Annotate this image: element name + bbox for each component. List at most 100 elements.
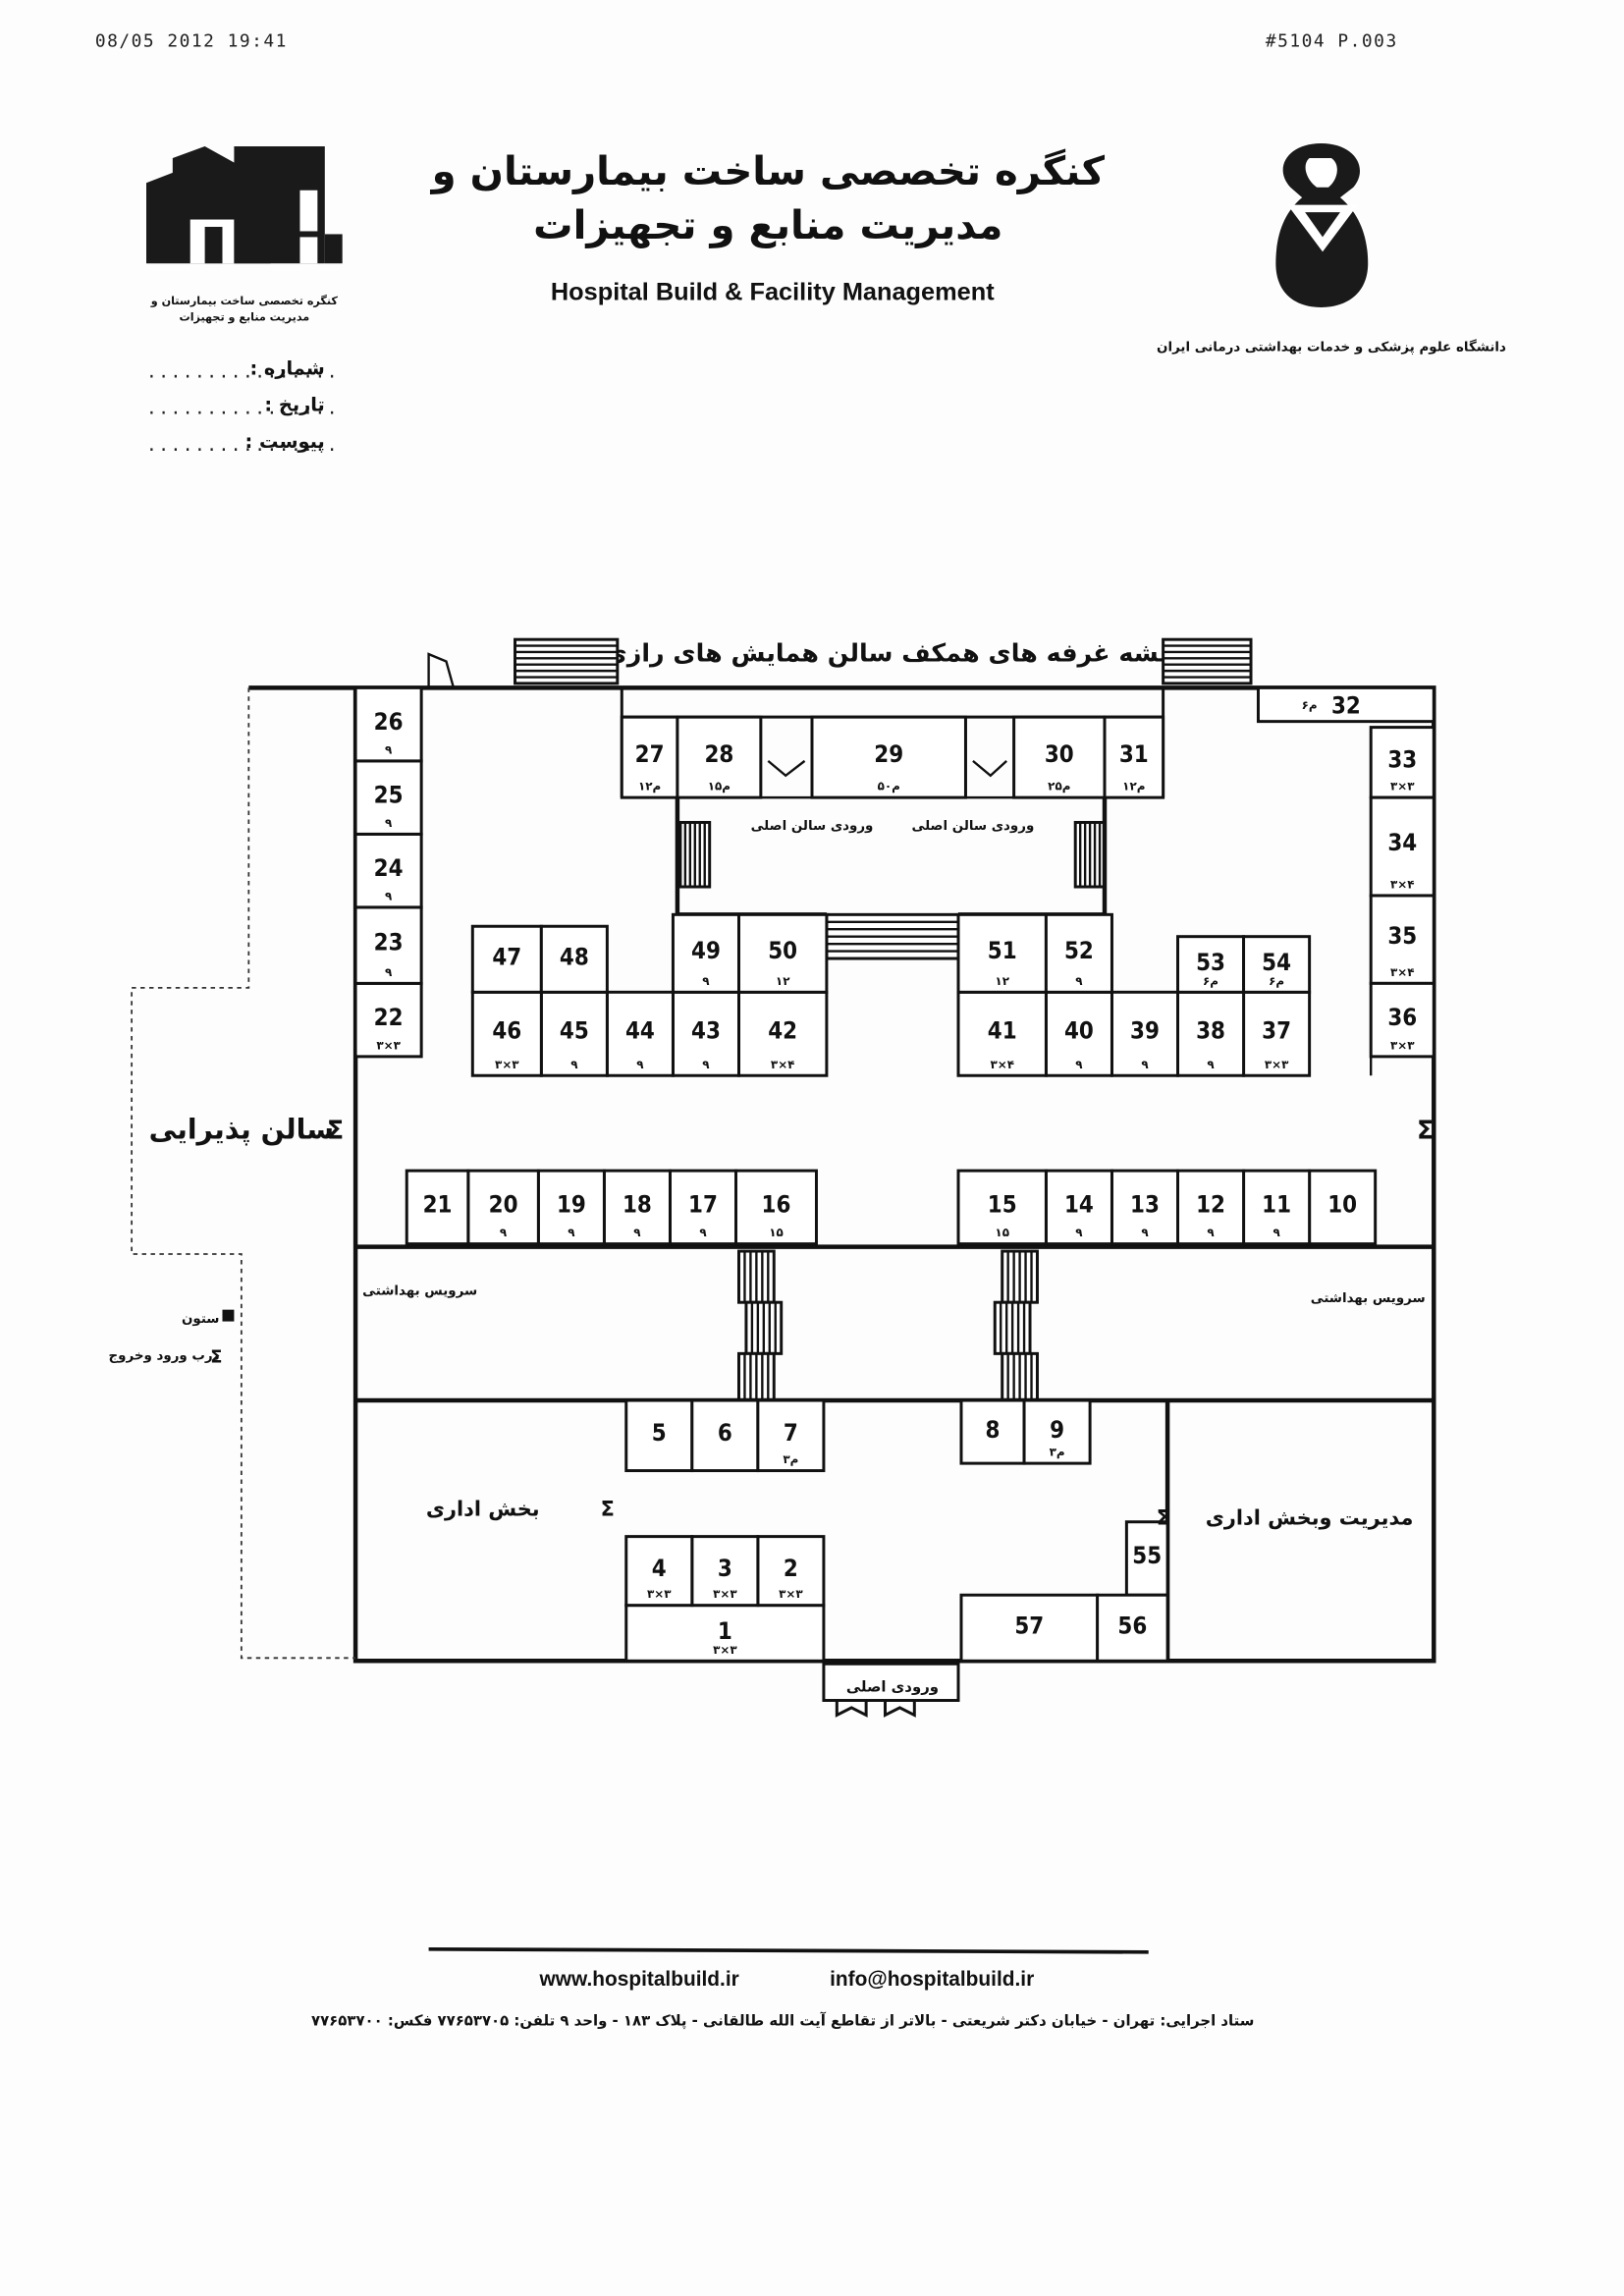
booth-25[interactable]: 25۹ xyxy=(353,759,423,836)
university-logo: دانشگاه علوم پزشکی و خدمات بهداشتی درمان… xyxy=(1157,143,1506,355)
booth-outline xyxy=(1369,795,1435,898)
booth-outline xyxy=(737,990,829,1077)
booth-outline xyxy=(353,905,423,985)
booth-17[interactable]: 17۹ xyxy=(668,1169,738,1246)
booth-area: ۹ xyxy=(702,974,710,988)
booth-18[interactable]: 18۹ xyxy=(602,1169,672,1246)
booth-23[interactable]: 23۹ xyxy=(353,905,423,985)
management-admin-label: مدیریت وبخش اداری xyxy=(1206,1506,1414,1530)
booth-area: ۹ xyxy=(1207,1058,1215,1071)
booth-number: 12 xyxy=(1196,1191,1225,1219)
booth-9[interactable]: 9۳م xyxy=(1022,1398,1092,1465)
main-entrance-label: ورودی اصلی xyxy=(846,1678,939,1696)
booth-number: 13 xyxy=(1130,1191,1160,1219)
booth-49[interactable]: 49۹ xyxy=(671,912,740,994)
booth-outline xyxy=(959,1593,1100,1663)
restroom-label: سرویس بهداشتی xyxy=(1311,1291,1426,1306)
booth-outline xyxy=(810,715,967,799)
booth-21[interactable]: 21 xyxy=(405,1169,470,1246)
booth-22[interactable]: 22۳×۳ xyxy=(353,981,423,1059)
booth-45[interactable]: 45۹ xyxy=(539,990,609,1077)
booth-number: 20 xyxy=(489,1191,518,1219)
booth-3[interactable]: 3۳×۳ xyxy=(690,1535,760,1608)
booth-40[interactable]: 40۹ xyxy=(1044,990,1113,1077)
booth-33[interactable]: 33۳×۳ xyxy=(1369,726,1435,799)
booth-2[interactable]: 2۳×۳ xyxy=(756,1535,826,1608)
booth-area: ۲۵م xyxy=(1048,780,1070,793)
booth-4[interactable]: 4۳×۳ xyxy=(624,1535,694,1608)
booth-number: 2 xyxy=(784,1555,798,1582)
booth-39[interactable]: 39۹ xyxy=(1110,990,1180,1077)
booth-number: 9 xyxy=(1050,1416,1064,1444)
booth-41[interactable]: 41۳×۴ xyxy=(956,990,1048,1077)
main-entrance[interactable]: ورودی اصلی xyxy=(822,1662,960,1718)
booth-38[interactable]: 38۹ xyxy=(1176,990,1246,1077)
booth-11[interactable]: 11۹ xyxy=(1242,1169,1312,1246)
booth-37[interactable]: 37۳×۳ xyxy=(1242,990,1312,1077)
booth-52[interactable]: 52۹ xyxy=(1044,912,1113,994)
booth-number: 14 xyxy=(1064,1191,1094,1219)
booth-outline xyxy=(1044,912,1113,994)
booth-number: 36 xyxy=(1387,1004,1417,1031)
booth-42[interactable]: 42۳×۴ xyxy=(737,990,829,1077)
booth-14[interactable]: 14۹ xyxy=(1044,1169,1113,1246)
booth-number: 39 xyxy=(1130,1016,1160,1044)
booth-number: 56 xyxy=(1117,1612,1147,1639)
footer-website-link[interactable]: www.hospitalbuild.ir xyxy=(539,1968,739,1991)
booth-10[interactable]: 10 xyxy=(1308,1169,1378,1246)
booth-48[interactable]: 48 xyxy=(539,924,609,994)
booth-55[interactable]: 55 xyxy=(1124,1520,1169,1597)
booth-1[interactable]: 1۳×۳ xyxy=(624,1604,826,1663)
booth-5[interactable]: 5 xyxy=(624,1398,694,1473)
booth-43[interactable]: 43۹ xyxy=(671,990,740,1077)
booth-area: ۳×۳ xyxy=(1390,1038,1415,1052)
booth-12[interactable]: 12۹ xyxy=(1176,1169,1246,1246)
booth-34[interactable]: 34۳×۴ xyxy=(1369,795,1435,898)
booth-56[interactable]: 56 xyxy=(1096,1593,1169,1663)
booth-area: ۹ xyxy=(1075,1058,1083,1071)
booth-area: ۹ xyxy=(500,1226,508,1239)
fax-datetime: 08/05 2012 19:41 xyxy=(95,31,288,52)
booth-19[interactable]: 19۹ xyxy=(536,1169,606,1246)
booth-8[interactable]: 8 xyxy=(959,1398,1026,1465)
corner-door xyxy=(427,652,456,688)
booth-46[interactable]: 46۳×۳ xyxy=(470,990,543,1077)
booth-area: ۶م xyxy=(1302,698,1318,712)
booth-area: ۳×۳ xyxy=(376,1038,401,1052)
booth-57[interactable]: 57 xyxy=(959,1593,1100,1663)
booth-number: 7 xyxy=(784,1419,798,1447)
booth-number: 17 xyxy=(688,1191,718,1219)
booth-outline xyxy=(1176,990,1246,1077)
booth-area: ۳×۳ xyxy=(713,1643,737,1657)
booth-26[interactable]: 26۹ xyxy=(353,685,423,763)
booth-area: ۳×۳ xyxy=(1390,780,1415,793)
booth-7[interactable]: 7۳م xyxy=(756,1398,826,1473)
stairs-icon xyxy=(993,1300,1032,1355)
booth-13[interactable]: 13۹ xyxy=(1110,1169,1180,1246)
booth-35[interactable]: 35۳×۴ xyxy=(1369,894,1435,985)
booth-20[interactable]: 20 ۹ xyxy=(466,1169,540,1246)
booth-47[interactable]: 47 xyxy=(470,924,543,994)
booth-24[interactable]: 24۹ xyxy=(353,832,423,909)
footer-email-link[interactable]: info@hospitalbuild.ir xyxy=(830,1968,1034,1991)
booth-36[interactable]: 36 ۳×۳ xyxy=(1369,981,1435,1059)
booth-44[interactable]: 44۹ xyxy=(605,990,675,1077)
booth-6[interactable]: 6 xyxy=(690,1398,760,1473)
booth-number: 37 xyxy=(1262,1016,1291,1044)
booth-number: 11 xyxy=(1262,1191,1291,1219)
booth-outline xyxy=(1110,1169,1180,1246)
